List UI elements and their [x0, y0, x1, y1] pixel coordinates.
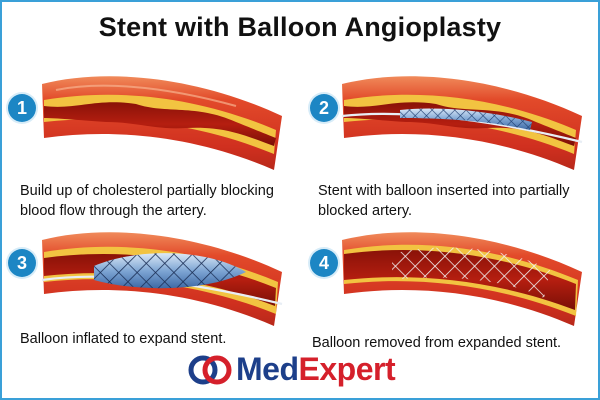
step-3-artery-illustration [41, 232, 283, 326]
step-4-badge: 4 [310, 249, 338, 277]
step-4-artery-illustration [342, 232, 582, 326]
step-2-artery-illustration [341, 76, 583, 170]
step-1-artery-illustration [42, 76, 282, 170]
page-title: Stent with Balloon Angioplasty [98, 12, 502, 42]
step-2-caption: Stent with balloon inserted into partial… [318, 181, 598, 221]
step-4-caption: Balloon removed from expanded stent. [312, 333, 598, 353]
step-3-caption: Balloon inflated to expand stent. [20, 329, 310, 349]
step-1-caption: Build up of cholesterol partially blocki… [20, 181, 310, 221]
step-1-badge: 1 [8, 94, 36, 122]
step-1-caption-line: Build up of cholesterol partially blocki… [20, 183, 274, 199]
logo-text-med: Med [236, 351, 299, 387]
logo-rings-icon [188, 355, 232, 385]
step-1-caption-line: blood flow through the artery. [20, 203, 207, 219]
step-2-caption-line: Stent with balloon inserted into partial… [318, 183, 570, 199]
step-2-badge: 2 [310, 94, 338, 122]
step-3-badge: 3 [8, 249, 36, 277]
step-2-caption-line: blocked artery. [318, 203, 413, 219]
logo-text-expert: Expert [298, 351, 396, 387]
step-4-caption-line: Balloon removed from expanded stent. [312, 335, 562, 351]
step-3-caption-line: Balloon inflated to expand stent. [20, 331, 227, 347]
logo-wordmark: MedExpert [236, 351, 396, 388]
medexpert-logo: MedExpert [186, 348, 426, 392]
